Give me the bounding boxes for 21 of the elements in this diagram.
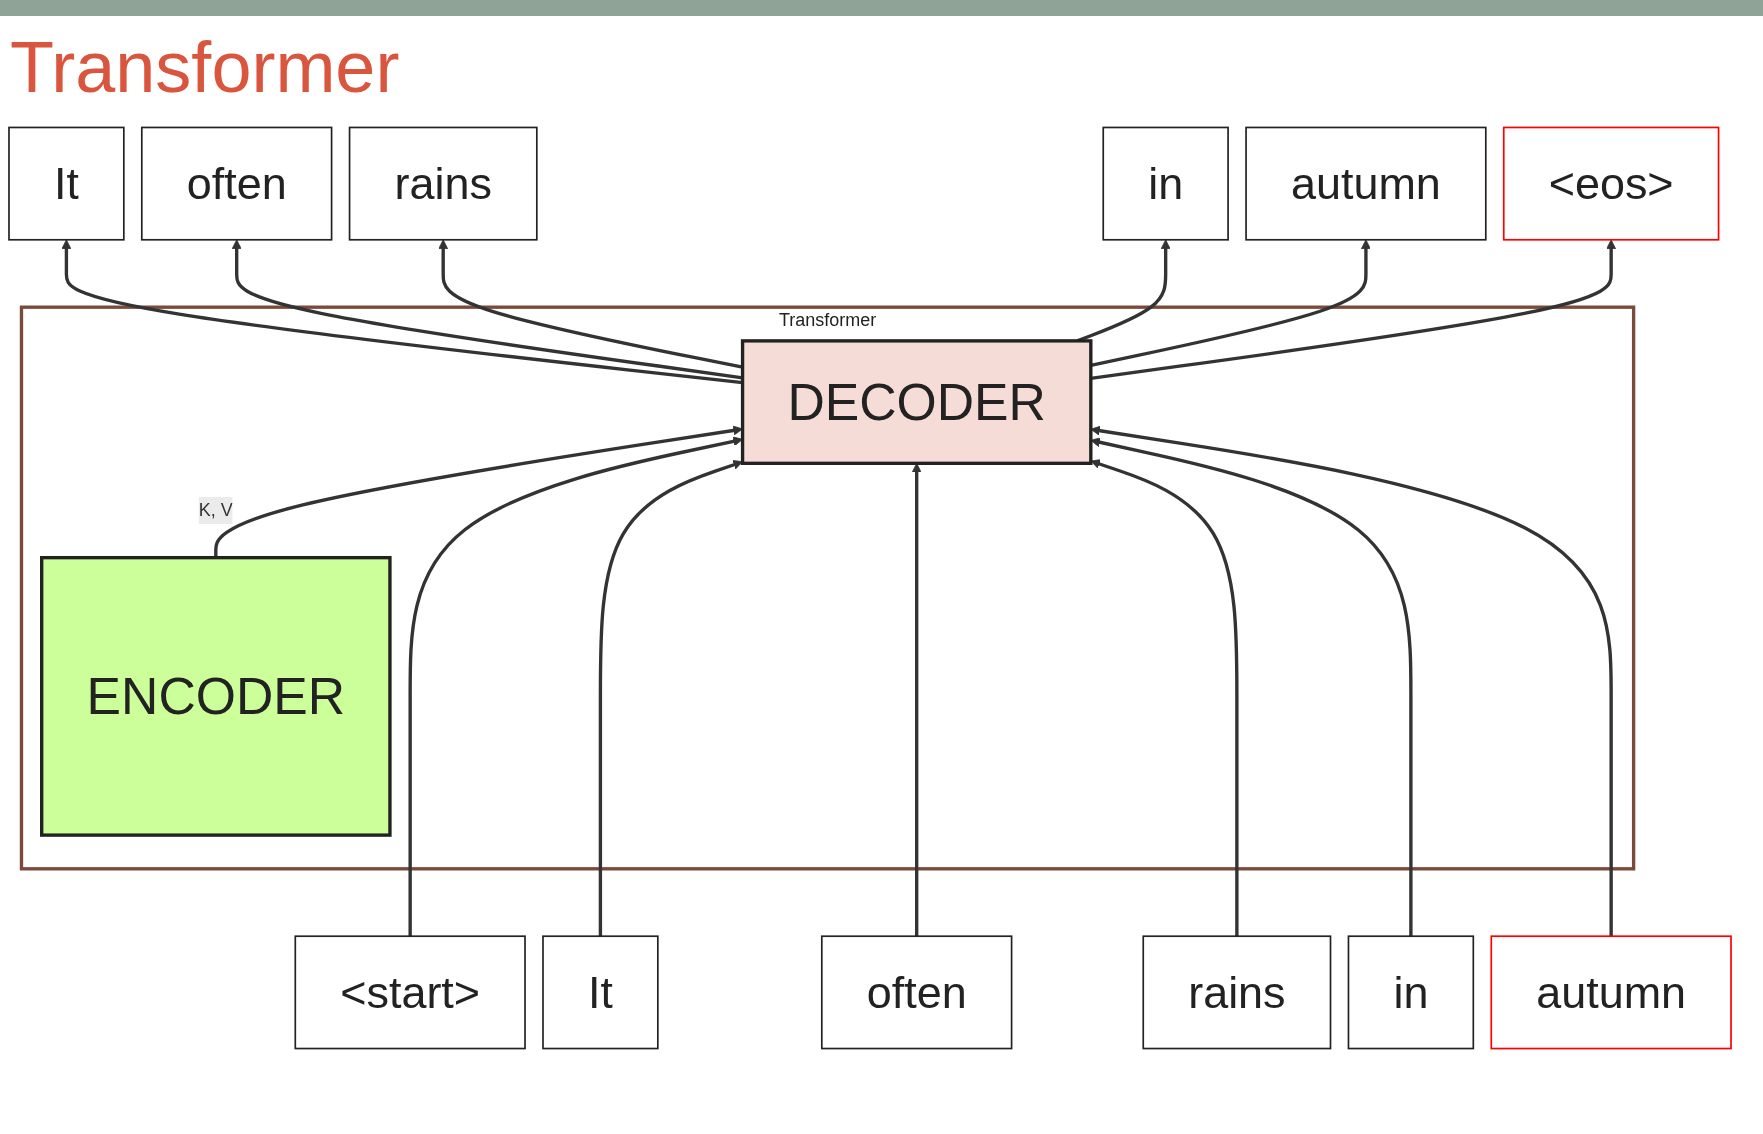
node-box: in: [1347, 935, 1475, 1050]
node-box: <start>: [294, 935, 526, 1050]
node-box: often: [820, 935, 1013, 1050]
node-box: rains: [348, 126, 538, 241]
arrow: [1090, 459, 1239, 937]
edge-label: K, V: [198, 500, 233, 520]
node-box: <eos>: [1502, 126, 1720, 241]
node-box: ENCODER: [40, 556, 392, 837]
node-box: It: [8, 126, 125, 241]
arrow: [408, 436, 743, 937]
title: Transformer: [10, 26, 401, 108]
node-box: rains: [1142, 935, 1332, 1050]
arrow: [1090, 437, 1413, 937]
node-box: autumn: [1245, 126, 1487, 241]
node-box: often: [140, 126, 333, 241]
node-box: in: [1102, 126, 1229, 241]
arrow: [1090, 425, 1613, 937]
arrow: [598, 460, 743, 937]
node-box: It: [542, 935, 659, 1050]
node-box: autumn: [1490, 935, 1732, 1050]
node-box: DECODER: [740, 339, 1093, 465]
